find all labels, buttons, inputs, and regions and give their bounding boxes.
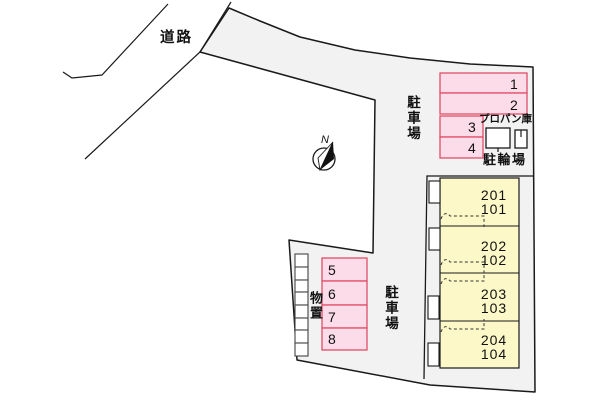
entrance-porch-2 (428, 227, 441, 251)
stair-dashed-1 (440, 213, 485, 227)
unit-upper-number: 202 (480, 238, 508, 254)
storage-box (294, 342, 309, 357)
unit-label-1: 201 101 (470, 188, 518, 216)
unit-lower-number: 102 (480, 252, 508, 268)
propane-storage-label: プロパン庫 (479, 113, 533, 125)
unit-label-4: 204 104 (470, 333, 518, 361)
parking-space-7-label: 7 (328, 309, 336, 325)
compass-needle-black (320, 142, 334, 170)
parking-label-north: 駐車場 (405, 95, 420, 142)
unit-lower-number: 103 (480, 300, 508, 316)
propane-box-large (485, 127, 511, 149)
entrance-porch-1 (428, 180, 441, 204)
entrance-porch-3 (427, 295, 440, 320)
unit-lower-number: 104 (480, 346, 508, 362)
parking-space-1-label: 1 (510, 76, 518, 92)
bicycle-parking-label: 駐輪場 (483, 152, 527, 167)
parking-space-8-label: 8 (328, 331, 336, 347)
parking-space-4-label: 4 (468, 140, 476, 156)
parking-space-8-area (321, 327, 368, 351)
propane-storage (485, 127, 528, 152)
unit-label-2: 202 102 (470, 239, 518, 267)
north-compass-icon (312, 141, 336, 172)
north-label: N (321, 134, 329, 146)
road-edge-left (62, 3, 169, 79)
building (423, 175, 533, 380)
parking-label-south: 駐車場 (383, 285, 398, 332)
unit-upper-number: 203 (480, 286, 508, 302)
unit-upper-number: 201 (480, 187, 508, 203)
parking-space-6-label: 6 (328, 286, 336, 302)
storage-shed-label: 物置 (308, 291, 323, 321)
parking-space-2-label: 2 (510, 97, 518, 113)
unit-upper-number: 204 (480, 332, 508, 348)
parking-space-3-area (439, 115, 484, 138)
parking-space-3-label: 3 (468, 119, 476, 135)
entrance-porch-4 (427, 342, 440, 367)
storage-box (294, 253, 309, 268)
unit-lower-number: 101 (480, 201, 508, 217)
storage-box (294, 266, 309, 281)
parking-space-4-area (439, 136, 484, 159)
stair-dashed-3 (440, 271, 485, 285)
storage-shed-boxes (294, 253, 309, 357)
parking-space-2-area (439, 92, 528, 115)
storage-box (294, 329, 309, 344)
parking-group-south (321, 257, 368, 351)
road-label: 道路 (160, 30, 193, 46)
parking-group-north (439, 72, 528, 159)
stair-dashed-4 (440, 319, 485, 333)
unit-label-3: 203 103 (470, 287, 518, 315)
road-edge-right (84, 1, 232, 160)
parking-space-5-label: 5 (328, 262, 336, 278)
stair-dashed-2 (440, 259, 485, 273)
building-outer-wall (423, 175, 533, 380)
